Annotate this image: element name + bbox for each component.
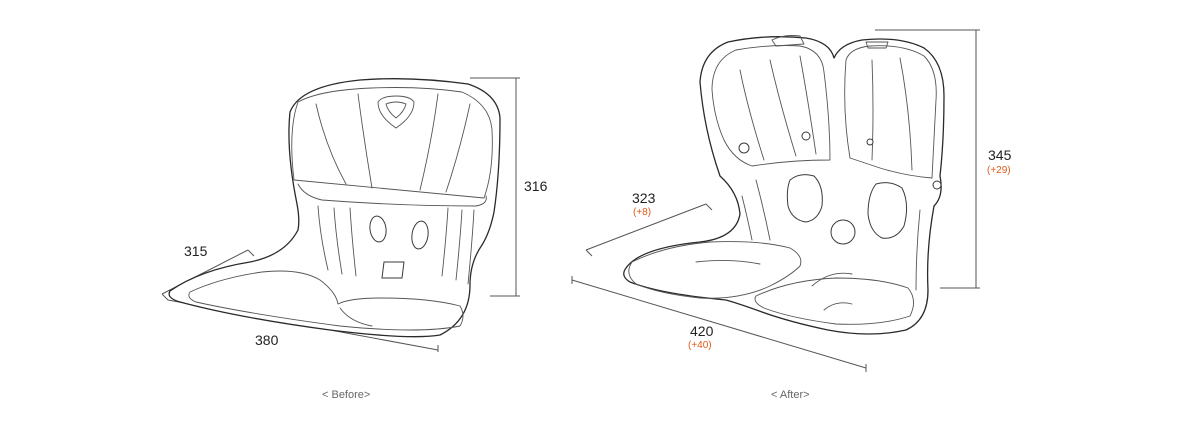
before-width-label: 380 [255,332,279,348]
after-width-delta: (+40) [688,340,712,351]
before-height-label: 316 [524,178,548,194]
after-height-label: 345 [988,147,1012,163]
after-seat-body [623,35,945,335]
after-caption: < After> [771,389,810,401]
after-height-delta: (+29) [987,165,1011,176]
after-depth-label: 323 [632,190,656,206]
after-dimension-lines [571,29,980,372]
after-width-label: 420 [690,323,714,339]
after-depth-delta: (+8) [633,207,652,218]
before-depth-label: 315 [184,243,208,259]
before-caption: < Before> [322,389,371,401]
before-seat-body [168,78,501,338]
